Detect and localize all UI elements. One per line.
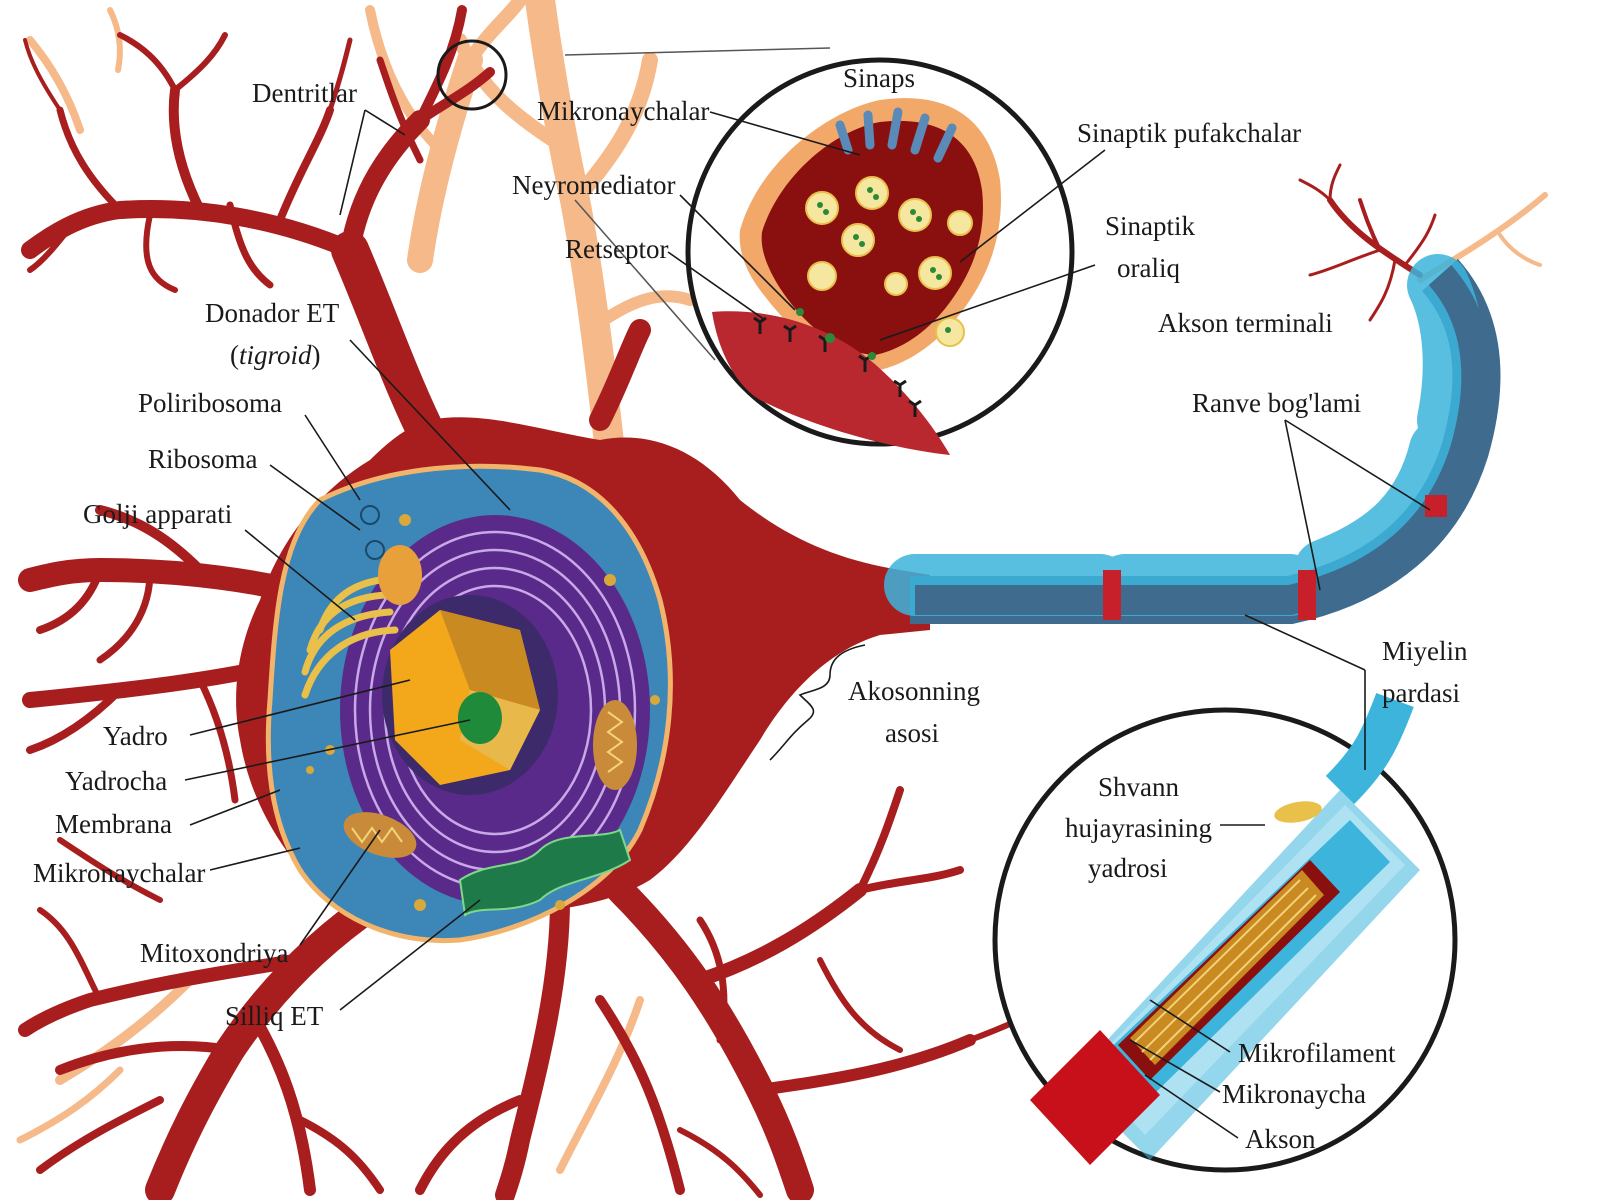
label-axon: Akson	[1245, 1124, 1316, 1154]
label-axon-hillock-2: asosi	[885, 718, 939, 748]
label-schwann-3: yadrosi	[1088, 853, 1167, 883]
label-synaptic-cleft-1: Sinaptik	[1105, 211, 1196, 241]
label-synaptic-cleft-2: oraliq	[1117, 253, 1180, 283]
synapse-marker-circle	[436, 39, 508, 111]
mitochondria	[343, 700, 637, 858]
leader-lines	[184, 109, 1431, 1139]
label-axon-terminal: Akson terminali	[1158, 308, 1333, 338]
golgi-apparatus	[301, 576, 399, 699]
label-myelin-2: pardasi	[1382, 678, 1460, 708]
synaptic-vesicles	[805, 176, 973, 347]
neurotransmitters	[796, 308, 876, 360]
ranvier-nodes	[1103, 495, 1447, 620]
axon-cross-section	[1030, 692, 1420, 1165]
label-schwann-2: hujayrasining	[1065, 813, 1212, 843]
label-microfilament: Mikrofilament	[1238, 1038, 1396, 1068]
label-nucleus: Yadro	[103, 721, 168, 751]
label-polyribosome: Poliribosoma	[138, 388, 282, 418]
label-node-of-ranvier: Ranve bog'lami	[1192, 388, 1361, 418]
axon-core	[914, 265, 1492, 616]
label-microtubule: Mikronaycha	[1222, 1079, 1366, 1109]
ribosomes	[306, 505, 660, 911]
label-rough-er: Donador ET	[205, 298, 340, 328]
nucleolus	[458, 692, 502, 744]
label-receptor: Retseptor	[565, 234, 668, 264]
nucleus-cut-face	[440, 610, 540, 710]
axon-hillock-bracket	[769, 644, 866, 761]
vesicle-dots	[817, 187, 951, 333]
label-microtubules-left: Mikronaychalar	[33, 858, 205, 888]
label-axon-hillock-1: Akosonning	[848, 676, 980, 706]
receptors	[753, 316, 922, 417]
label-synapse: Sinaps	[843, 63, 915, 93]
label-neurotransmitter: Neyromediator	[512, 170, 675, 200]
label-schwann-1: Shvann	[1098, 772, 1180, 802]
label-mitochondria: Mitoxondriya	[140, 938, 289, 968]
label-dendrites: Dentritlar	[252, 78, 357, 108]
smooth-er	[458, 828, 632, 917]
label-tigroid: (tigroid)	[230, 340, 321, 370]
label-microtubules-top: Mikronaychalar	[537, 96, 709, 126]
postsynaptic-membrane	[712, 311, 950, 455]
label-myelin-1: Miyelin	[1382, 636, 1468, 666]
label-nucleolus: Yadrocha	[65, 766, 167, 796]
label-ribosome: Ribosoma	[148, 444, 258, 474]
golgi-vesicle	[378, 545, 422, 605]
label-synaptic-vesicles: Sinaptik pufakchalar	[1077, 118, 1301, 148]
synapse-microtubules	[835, 107, 957, 163]
label-golgi: Golji apparati	[83, 499, 232, 529]
inset-connector-lines	[564, 47, 831, 361]
label-membrane: Membrana	[55, 809, 172, 839]
label-smooth-er: Silliq ET	[225, 1001, 324, 1031]
